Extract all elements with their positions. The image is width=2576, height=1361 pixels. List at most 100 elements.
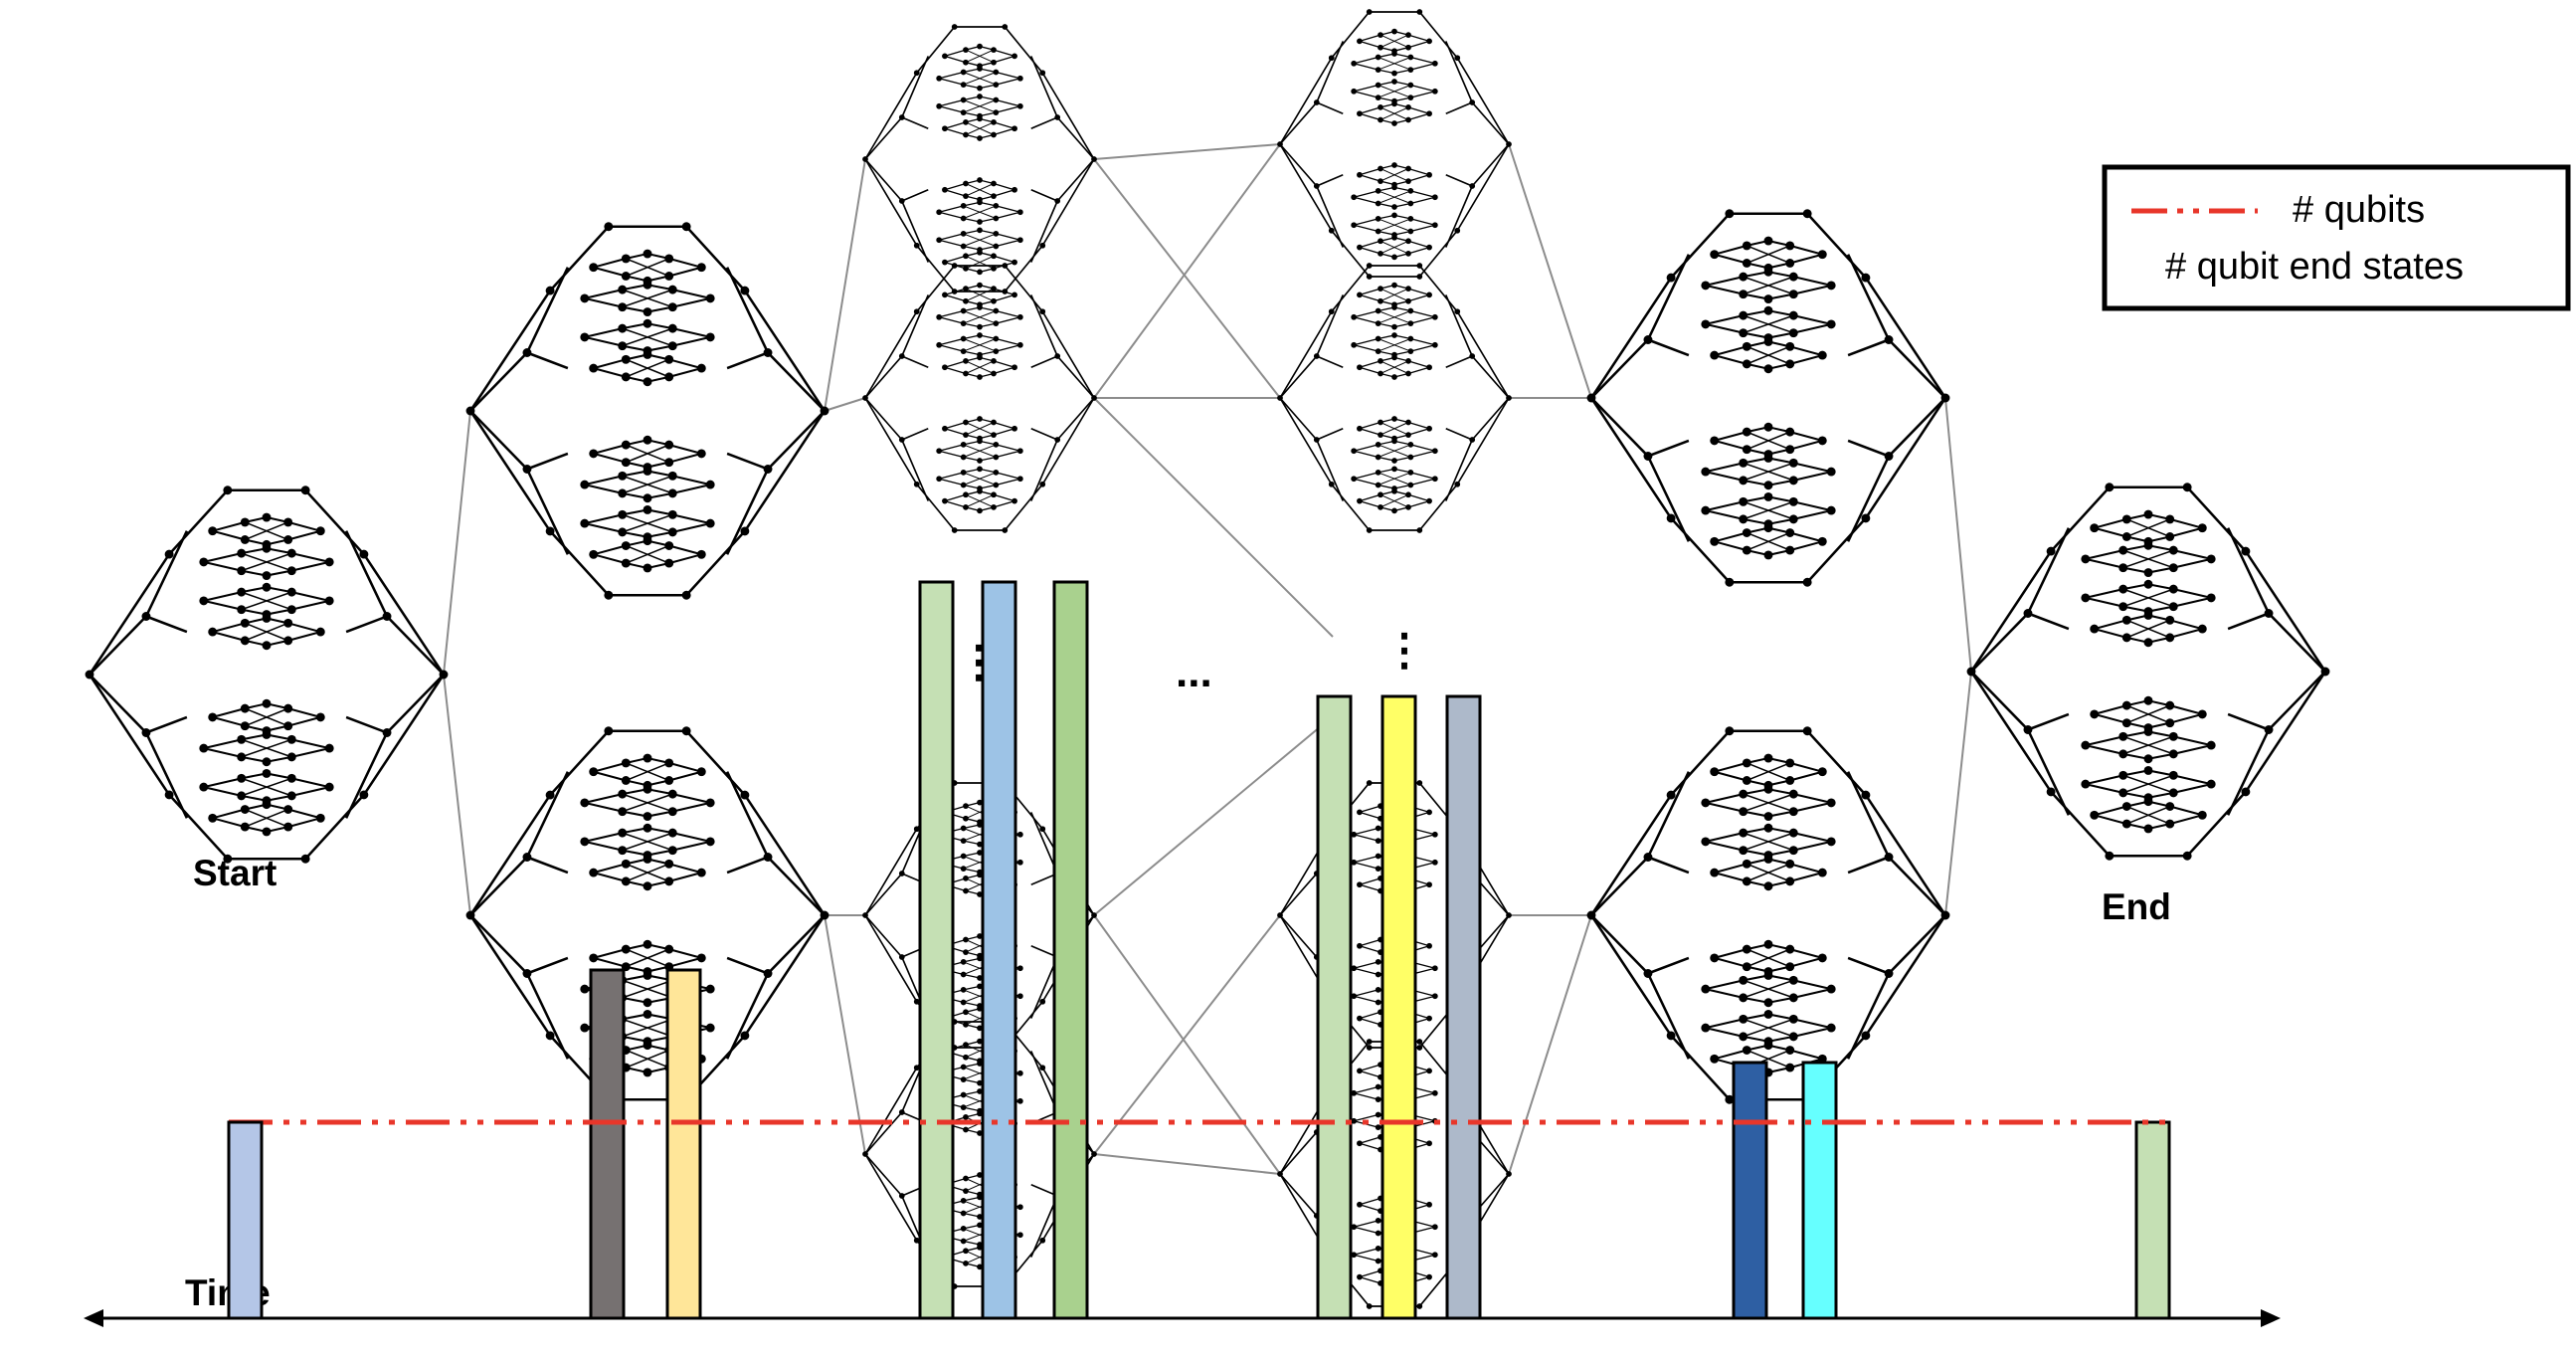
- graph-node: [2168, 770, 2178, 780]
- graph-node: [1788, 514, 1798, 524]
- graph-node: [621, 859, 631, 869]
- graph-node: [1378, 491, 1383, 498]
- graph-node: [664, 541, 674, 550]
- graph-node: [621, 372, 631, 382]
- graph-node: [2241, 546, 2251, 556]
- graph-node: [1378, 358, 1383, 364]
- graph-node: [1817, 767, 1827, 777]
- graph-node: [1739, 514, 1748, 524]
- graph-node: [1391, 438, 1397, 445]
- graph-node: [1351, 993, 1358, 1000]
- graph-node: [936, 75, 943, 82]
- graph-node: [2168, 584, 2178, 594]
- graph-node: [1328, 308, 1335, 315]
- graph-node: [951, 263, 958, 269]
- graph-node: [240, 535, 250, 544]
- graph-node: [1391, 120, 1397, 126]
- graph-node: [1016, 341, 1023, 348]
- legend-qubits-label: # qubits: [2293, 189, 2425, 231]
- graph-node: [1506, 141, 1512, 147]
- graph-node: [643, 318, 652, 328]
- graph-node: [1506, 912, 1512, 918]
- graph-node: [1012, 125, 1017, 132]
- graph-node: [936, 209, 943, 216]
- graph-node: [1391, 487, 1397, 494]
- graph-node: [1378, 370, 1383, 377]
- graph-node: [1861, 273, 1871, 283]
- graph-node: [618, 323, 628, 333]
- graph-node: [1431, 194, 1438, 201]
- graph-node: [991, 193, 997, 199]
- graph-node: [240, 805, 250, 814]
- graph-node: [963, 949, 969, 955]
- graph-node: [991, 47, 997, 53]
- graph-node: [1375, 825, 1381, 832]
- graph-node: [1763, 939, 1773, 949]
- state-graph-level4-bottom: [1586, 726, 1950, 1104]
- graph-node: [1016, 1069, 1023, 1076]
- graph-node: [1742, 859, 1751, 869]
- graph-node: [1012, 497, 1017, 504]
- edge: [1093, 143, 1281, 399]
- graph-node: [1940, 910, 1950, 920]
- graph-node: [696, 363, 706, 373]
- graph-node: [618, 846, 628, 856]
- graph-node: [1375, 1124, 1381, 1130]
- graph-node: [2121, 532, 2131, 541]
- edge: [443, 410, 471, 676]
- graph-node: [705, 984, 715, 994]
- graph-node: [1277, 912, 1283, 918]
- graph-node: [977, 1038, 983, 1045]
- graph-node: [977, 1172, 983, 1178]
- graph-node: [1366, 527, 1373, 533]
- graph-node: [199, 743, 209, 753]
- graph-node: [1763, 422, 1773, 432]
- graph-node: [681, 726, 691, 736]
- graph-node: [667, 828, 677, 838]
- graph-node: [604, 590, 614, 600]
- graph-node: [977, 438, 983, 445]
- graph-node: [696, 868, 706, 877]
- graph-node: [2143, 824, 2153, 834]
- graph-node: [1763, 998, 1773, 1008]
- graph-node: [240, 721, 250, 731]
- graph-node: [667, 471, 677, 481]
- graph-node: [286, 566, 296, 576]
- graph-node: [1391, 458, 1397, 464]
- graph-node: [1016, 859, 1023, 866]
- graph-node: [1016, 965, 1023, 972]
- graph-node: [1366, 263, 1373, 269]
- graph-node: [1351, 965, 1358, 972]
- graph-node: [977, 1244, 983, 1251]
- graph-node: [1357, 1201, 1363, 1208]
- graph-node: [618, 527, 628, 537]
- graph-node: [977, 43, 983, 50]
- graph-node: [667, 509, 677, 519]
- graph-node: [960, 1076, 967, 1082]
- graph-node: [1826, 837, 1836, 847]
- graph-node: [315, 526, 325, 536]
- graph-node: [667, 789, 677, 799]
- graph-node: [237, 566, 247, 576]
- graph-node: [283, 721, 293, 731]
- graph-node: [913, 1237, 920, 1244]
- graph-node: [621, 541, 631, 550]
- graph-node: [262, 614, 272, 623]
- graph-node: [1351, 1117, 1358, 1124]
- state-graph-level2-2: [862, 263, 1097, 533]
- graph-node: [2206, 554, 2216, 564]
- graph-node: [1785, 241, 1795, 251]
- graph-node: [942, 125, 948, 132]
- horizontal-ellipsis: ...: [1176, 648, 1212, 696]
- graph-node: [977, 374, 983, 380]
- graph-node: [991, 370, 997, 377]
- graph-node: [963, 119, 969, 125]
- graph-node: [1826, 798, 1836, 808]
- graph-node: [618, 828, 628, 838]
- graph-node: [1357, 425, 1363, 432]
- graph-node: [1788, 328, 1798, 338]
- graph-node: [664, 354, 674, 364]
- graph-node: [1742, 341, 1751, 351]
- graph-node: [1710, 250, 1720, 260]
- graph-node: [2182, 483, 2192, 492]
